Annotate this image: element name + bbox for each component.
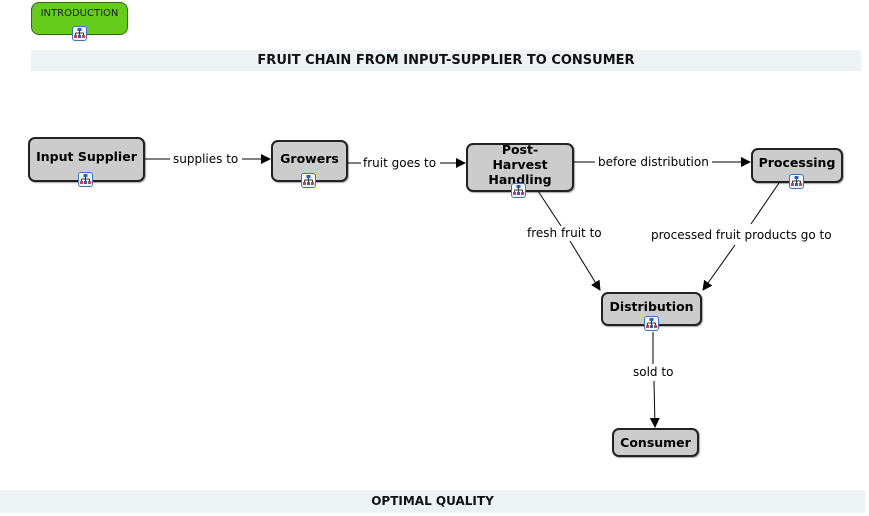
submap-icon[interactable]	[789, 174, 804, 189]
submap-icon[interactable]	[644, 316, 659, 331]
node-label: Distribution	[609, 298, 694, 314]
submap-icon[interactable]	[511, 183, 526, 198]
link-label-fruit-goes-to: fruit goes to	[361, 156, 439, 170]
link-arrow-processed-fruit	[702, 244, 736, 291]
link-line-fresh-fruit-to	[537, 190, 562, 227]
link-label-sold-to: sold to	[631, 365, 676, 379]
title-banner: FRUIT CHAIN FROM INPUT-SUPPLIER TO CONSU…	[31, 50, 861, 71]
link-line-processed-fruit	[750, 182, 780, 225]
link-label-fresh-fruit-to: fresh fruit to	[525, 226, 604, 240]
node-label: Processing	[758, 155, 836, 170]
node-label: Input Supplier	[36, 149, 137, 164]
link-arrow-fresh-fruit-to	[569, 240, 601, 291]
link-arrow-sold-to	[649, 380, 660, 428]
node-post-harvest-handling[interactable]: Post-Harvest Handling	[466, 142, 574, 192]
link-label-supplies-to: supplies to	[171, 152, 241, 166]
node-label: Growers	[280, 150, 339, 166]
submap-icon[interactable]	[78, 172, 93, 187]
link-label-before-distribution: before distribution	[596, 155, 711, 169]
submap-icon[interactable]	[301, 173, 316, 188]
optimal-quality-banner[interactable]: OPTIMAL QUALITY	[0, 490, 865, 513]
submap-icon[interactable]	[72, 26, 87, 41]
node-label: Post-Harvest Handling	[488, 142, 552, 187]
node-consumer[interactable]: Consumer	[612, 428, 699, 457]
introduction-label: INTRODUCTION	[40, 8, 119, 19]
link-label-processed-fruit-products-go-to: processed fruit products go to	[649, 228, 834, 242]
node-label: Consumer	[620, 435, 691, 450]
